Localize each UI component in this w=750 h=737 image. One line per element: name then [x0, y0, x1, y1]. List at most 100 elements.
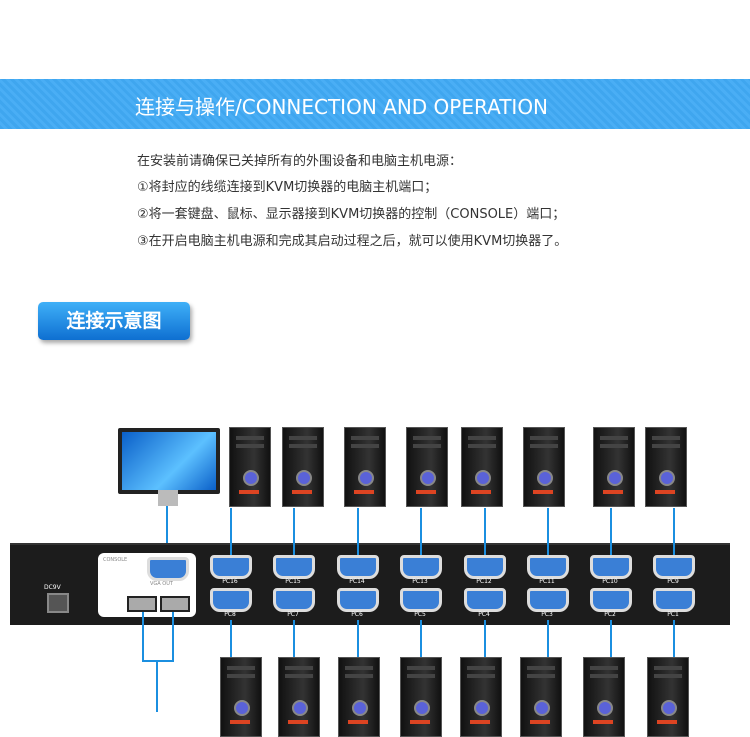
pc-tower-icon — [460, 657, 502, 737]
pc-tower-icon — [647, 657, 689, 737]
vga-port — [273, 555, 315, 579]
pc-cable — [230, 508, 232, 556]
slot — [468, 444, 496, 448]
vga-port — [527, 555, 569, 579]
connection-diagram-button[interactable]: 连接示意图 — [38, 302, 190, 340]
fan-icon — [474, 700, 490, 716]
pc-cable — [610, 620, 612, 660]
slot — [407, 666, 435, 670]
port-label: PC8 — [224, 611, 236, 618]
slot — [600, 444, 628, 448]
section-title: 连接与操作/CONNECTION AND OPERATION — [135, 95, 549, 119]
fan-icon — [534, 700, 550, 716]
fan-icon — [234, 700, 250, 716]
slot — [527, 674, 555, 678]
led — [470, 720, 490, 724]
slot — [289, 436, 317, 440]
vga-port — [464, 588, 506, 612]
slot — [600, 436, 628, 440]
fan-icon — [607, 470, 623, 486]
slot — [654, 666, 682, 670]
port-label: PC5 — [414, 611, 426, 618]
vga-port — [210, 588, 252, 612]
slot — [289, 444, 317, 448]
led — [655, 490, 675, 494]
fan-icon — [358, 470, 374, 486]
instruction-intro: 在安装前请确保已关掉所有的外围设备和电脑主机电源： — [137, 154, 463, 169]
fan-icon — [243, 470, 259, 486]
instruction-step-1: ①将封应的线缆连接到KVM切换器的电脑主机端口； — [137, 180, 438, 195]
vga-port — [337, 588, 379, 612]
pc-tower-icon — [220, 657, 262, 737]
pc-cable — [420, 508, 422, 556]
led — [239, 490, 259, 494]
led — [471, 490, 491, 494]
pc-tower-icon — [520, 657, 562, 737]
usb-port-keyboard — [127, 596, 157, 612]
led — [292, 490, 312, 494]
pc-cable — [673, 620, 675, 660]
vga-out-port — [147, 557, 189, 581]
monitor-cable — [166, 506, 168, 556]
pc-cable — [420, 620, 422, 660]
port-label: PC7 — [287, 611, 299, 618]
led — [603, 490, 623, 494]
port-label: PC11 — [539, 578, 555, 585]
pc-tower-icon — [583, 657, 625, 737]
vga-port — [464, 555, 506, 579]
console-label: CONSOLE — [103, 557, 128, 563]
pc-tower-icon — [278, 657, 320, 737]
slot — [530, 436, 558, 440]
led — [416, 490, 436, 494]
usb-port-mouse — [160, 596, 190, 612]
slot — [467, 666, 495, 670]
port-label: PC10 — [602, 578, 618, 585]
fan-icon — [296, 470, 312, 486]
slot — [236, 436, 264, 440]
fan-icon — [597, 700, 613, 716]
port-label: PC6 — [351, 611, 363, 618]
slot — [590, 674, 618, 678]
instruction-step-2: ②将一套键盘、鼠标、显示器接到KVM切换器的控制（CONSOLE）端口； — [137, 207, 566, 222]
slot — [351, 436, 379, 440]
fan-icon — [537, 470, 553, 486]
fan-icon — [659, 470, 675, 486]
usb-cable — [156, 660, 158, 712]
pc-cable — [547, 508, 549, 556]
vga-port — [527, 588, 569, 612]
slot — [652, 444, 680, 448]
led — [288, 720, 308, 724]
led — [410, 720, 430, 724]
fan-icon — [475, 470, 491, 486]
slot — [467, 674, 495, 678]
led — [230, 720, 250, 724]
pc-tower-icon — [461, 427, 503, 507]
led — [657, 720, 677, 724]
slot — [413, 444, 441, 448]
slot — [236, 444, 264, 448]
led — [530, 720, 550, 724]
port-label: PC2 — [604, 611, 616, 618]
power-jack-icon — [47, 593, 69, 613]
fan-icon — [661, 700, 677, 716]
slot — [285, 674, 313, 678]
slot — [285, 666, 313, 670]
vga-port — [653, 555, 695, 579]
power-label: DC9V — [44, 584, 61, 591]
slot — [345, 666, 373, 670]
led — [348, 720, 368, 724]
fan-icon — [352, 700, 368, 716]
led — [533, 490, 553, 494]
instruction-step-3: ③在开启电脑主机电源和完成其启动过程之后，就可以使用KVM切换器了。 — [137, 234, 568, 249]
pc-cable — [357, 620, 359, 660]
pc-tower-icon — [593, 427, 635, 507]
slot — [530, 444, 558, 448]
port-label: PC14 — [349, 578, 365, 585]
fan-icon — [420, 470, 436, 486]
slot — [227, 666, 255, 670]
pc-tower-icon — [344, 427, 386, 507]
pc-tower-icon — [282, 427, 324, 507]
fan-icon — [414, 700, 430, 716]
vga-out-label: VGA OUT — [150, 581, 173, 587]
vga-port — [400, 588, 442, 612]
